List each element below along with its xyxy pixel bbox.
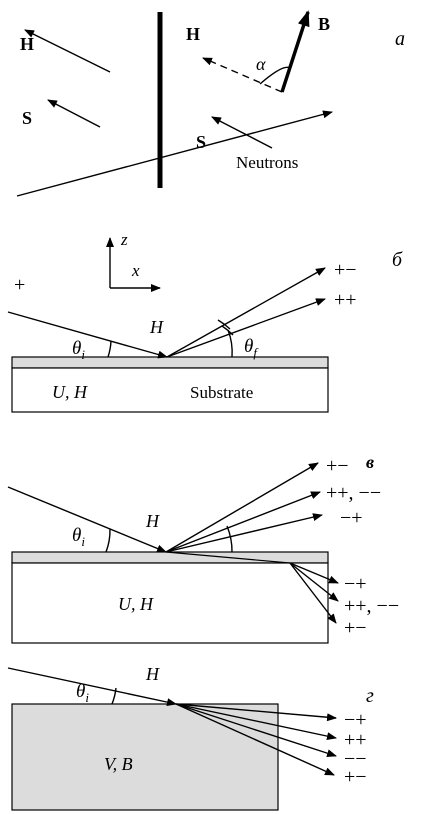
substrate-block [11,367,329,413]
h-left-arrow [24,29,111,73]
incident-beam-arrow [7,486,167,553]
transmitted-pp-arrow [175,703,337,741]
trans-pm-label: +− [344,617,367,639]
out-pm-label: +− [334,259,357,281]
medium-label: V, B [104,754,133,774]
field-h-label: H [145,664,160,684]
theta-i-symbol: θi [76,681,89,705]
reflected-pm-arrow [165,462,319,553]
magnetic-layer [11,356,329,369]
incident-polarization-label: + [14,274,25,296]
theta-f-arc-outer [217,319,231,330]
out-pp-label: ++ [334,289,357,311]
transmitted-pm-arrow [175,703,335,776]
incident-beam-arrow [7,311,168,359]
field-h-label: H [145,511,160,531]
refl-pm-label: +− [326,455,349,477]
transmitted-pm-arrow [289,562,337,624]
transmitted-mm-arrow [175,703,337,758]
neutron-beam-arrow [16,110,333,197]
reflected-mp-arrow [165,513,323,553]
alpha-label: α [256,54,266,74]
trans-mp-label: −+ [344,573,367,595]
theta-i-arc [111,687,117,705]
refl-pp-mm-label: ++, −− [326,482,381,504]
panel-a: a H S H B α S Neutrons [16,10,405,197]
theta-i-symbol: θi [72,338,85,362]
z-axis-label: z [120,230,128,249]
panel-g-label: г [366,685,374,707]
panel-b-label: б [392,249,403,271]
reflected-pp-mm-arrow [165,491,321,553]
trans-pp-mm-label: ++, −− [344,595,399,617]
reflected-pp-arrow [166,298,326,358]
trans-pp-label: ++ [344,729,367,751]
s-right-label: S [196,132,206,152]
transmitted-mp-arrow [175,703,337,722]
theta-i-arc [105,528,111,553]
h-left-label: H [20,34,34,54]
transmitted-mp-arrow [289,562,339,584]
layer-label: U, H [52,382,88,402]
field-h-label: H [149,317,164,337]
h-right-dashed-arrow [202,57,283,93]
trans-pm-label: +− [344,766,367,788]
b-label: B [318,14,330,34]
refracted-beam-segment [165,551,291,564]
theta-f-symbol: θf [244,336,259,360]
incident-beam-arrow [7,667,177,707]
b-vector-arrow [280,10,310,93]
theta-f-arc [226,525,233,553]
bulk-medium-block [11,703,279,811]
trans-mm-label: −− [344,748,367,770]
theta-i-arc [107,340,112,358]
trans-mp-label: −+ [344,709,367,731]
transmitted-pp-mm-arrow [289,562,339,602]
s-left-arrow [47,99,101,128]
layer-label: U, H [118,594,154,614]
reflected-pm-arrow [166,267,326,358]
magnetic-layer [11,551,329,564]
refl-mp-label: −+ [340,507,363,529]
neutrons-label: Neutrons [236,153,298,172]
x-axis-label: x [131,261,140,280]
panel-g: г V, B −+ ++ −− +− θi H [7,664,374,811]
h-right-label: H [186,24,200,44]
substrate-label: Substrate [190,383,253,402]
theta-f-arc-inner [221,325,234,336]
alpha-arc [259,66,291,85]
panel-v: в U, H +− ++, −− −+ −+ ++, −− +− θi H [7,452,399,644]
substrate-block [11,562,329,644]
theta-i-symbol: θi [72,525,85,549]
panel-a-label: a [395,28,405,50]
s-right-arrow [211,116,273,149]
s-left-label: S [22,108,32,128]
panel-b: б z x U, H Substrate + +− ++ θi H θf [7,230,403,413]
panel-v-label: в [366,452,374,472]
